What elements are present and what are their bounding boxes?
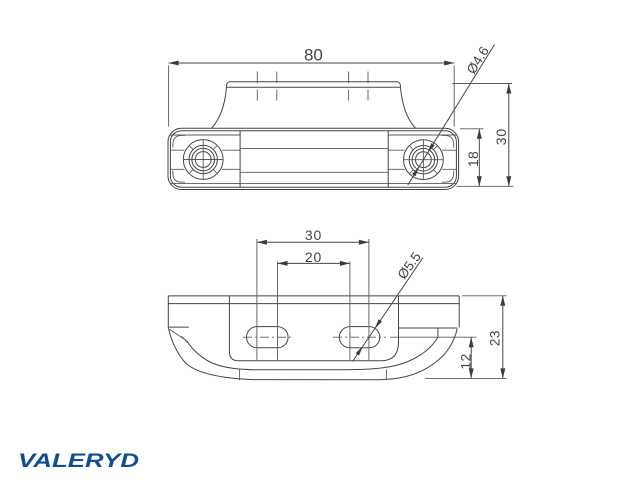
svg-text:Ø4.6: Ø4.6 — [464, 44, 492, 77]
svg-text:VALERYD: VALERYD — [18, 450, 139, 472]
svg-text:Ø5.5: Ø5.5 — [395, 249, 424, 282]
svg-text:12: 12 — [458, 353, 474, 369]
svg-text:30: 30 — [305, 227, 322, 243]
svg-text:20: 20 — [305, 249, 322, 265]
svg-text:23: 23 — [486, 330, 502, 346]
svg-text:30: 30 — [493, 128, 509, 145]
svg-text:80: 80 — [304, 46, 323, 65]
svg-text:18: 18 — [465, 151, 481, 167]
